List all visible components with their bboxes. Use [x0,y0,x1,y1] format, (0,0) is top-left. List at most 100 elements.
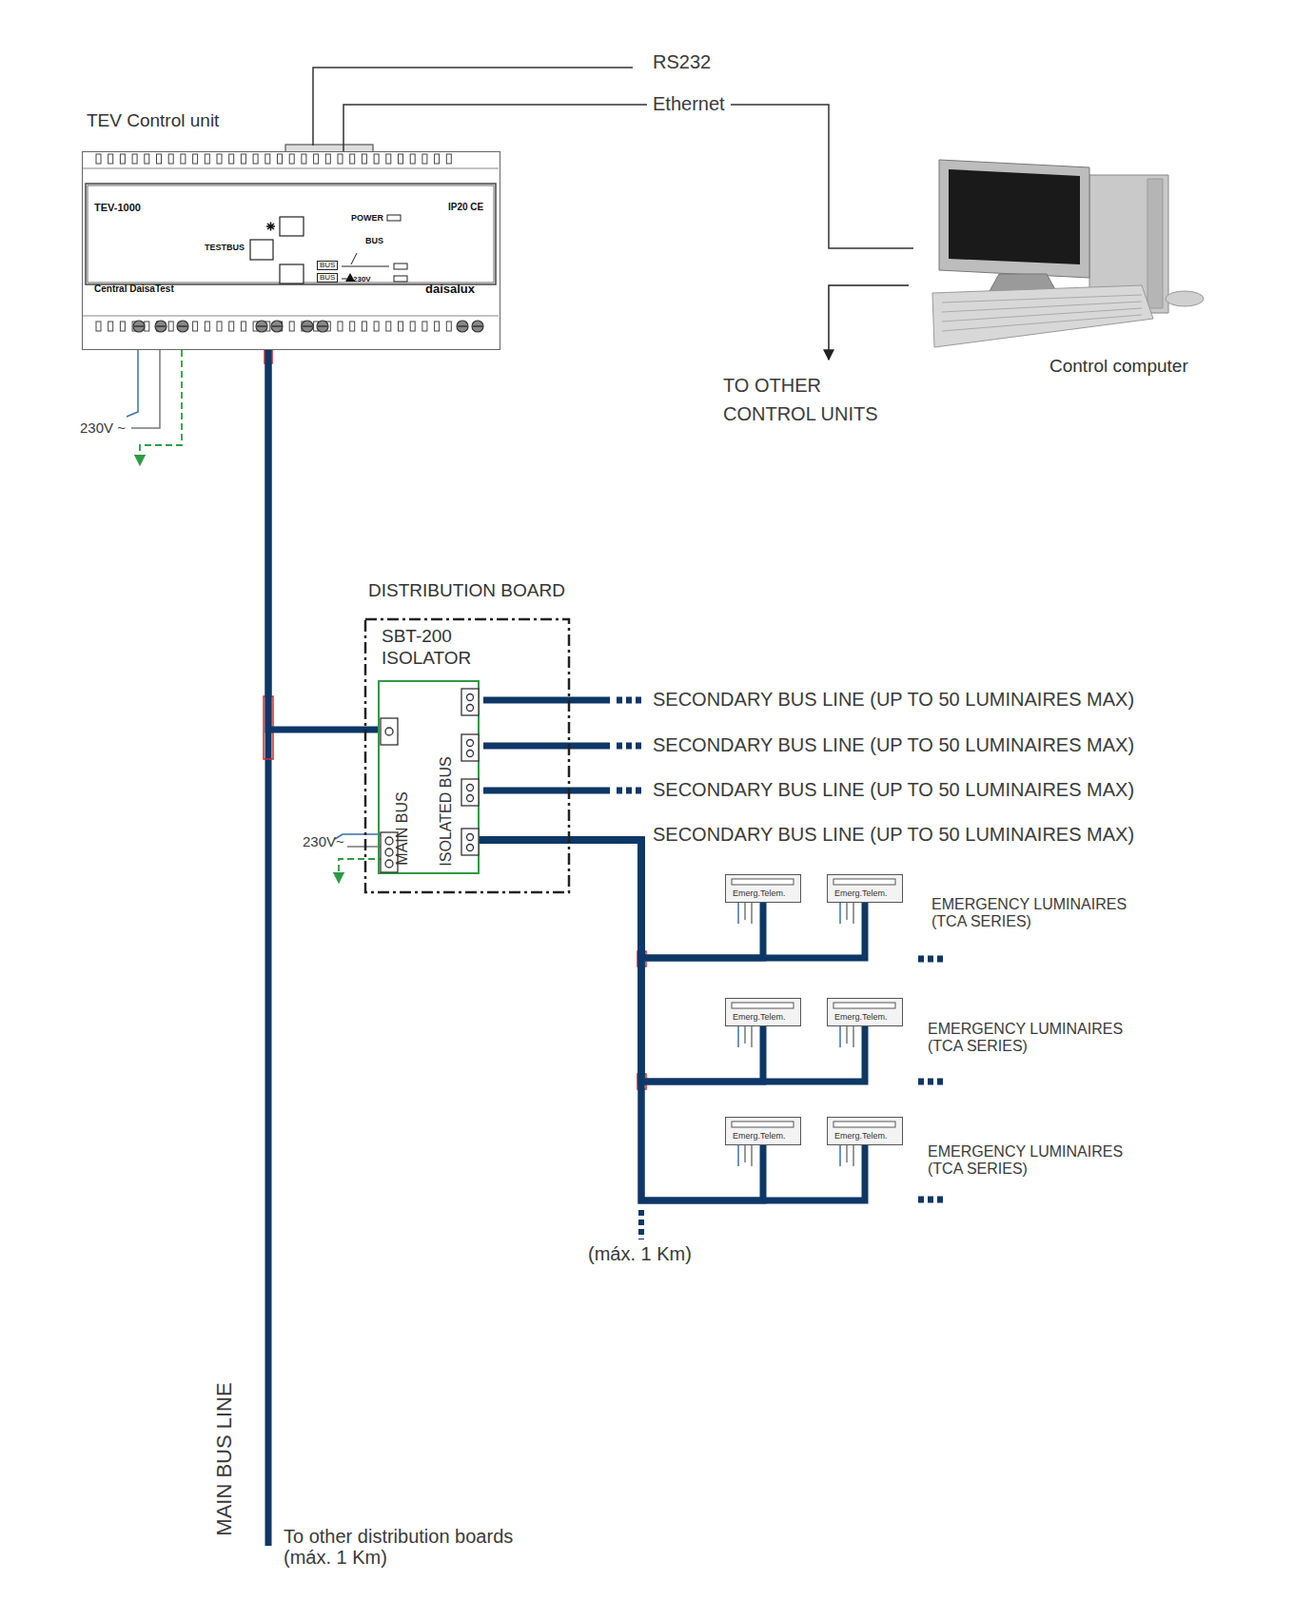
supply-wire [744,1145,746,1163]
lamp-tube [731,879,794,885]
terminal-screw [467,694,474,702]
button-label: TESTBUS [204,242,245,253]
terminal-label: BUS [316,260,338,271]
vent-slot [168,321,174,332]
vent-slot [119,154,125,164]
brand-name: daisalux [425,282,475,297]
led-label: POWER [351,213,384,223]
luminaire-label: Emerg.Telem. [834,1131,888,1141]
terminal-screw [133,320,145,333]
vent-slot [373,321,379,332]
lamp-tube [833,879,896,885]
luminaire-group-label: EMERGENCY LUMINAIRES (TCA SERIES) [931,896,1160,930]
keyboard-keys [941,308,1142,322]
terminal-screw [385,727,393,736]
vent-slot [229,154,235,164]
network-note: TO OTHER CONTROL UNITS [723,371,895,429]
supply-wire [845,902,848,921]
terminal-screw [472,325,483,327]
vent-slot [361,154,367,164]
luminaire-label: Emerg.Telem. [834,888,888,899]
luminaire-label: Emerg.Telem. [732,1012,786,1022]
port-label: MAIN BUS [393,791,412,865]
emergency-luminaire: Emerg.Telem. [725,874,802,903]
bus-wire [479,840,865,1201]
bus-wire [479,840,764,1082]
status-led [393,275,408,282]
vent-slot [229,321,235,332]
terminal-screw [255,320,268,333]
supply-wire [750,1145,753,1167]
terminal-screw [467,750,474,758]
terminal-screw [317,325,328,327]
model-name: TEV-1000 [94,201,141,215]
terminal-screw [467,844,474,852]
bus-name: MAIN BUS LINE [212,1382,236,1536]
bus-line-label: SECONDARY BUS LINE (UP TO 50 LUMINAIRES … [652,779,1135,802]
luminaire-group-label: EMERGENCY LUMINAIRES (TCA SERIES) [927,1020,1157,1055]
board-heading: DISTRIBUTION BOARD [368,580,566,602]
supply-wire [852,1026,855,1048]
terminal-screw [467,795,474,803]
vent-slot [410,321,415,332]
status-led [393,263,408,270]
status-led [387,215,401,221]
supply-wire [839,1026,842,1048]
vent-slot [398,321,404,332]
luminaire-group-label: EMERGENCY LUMINAIRES (TCA SERIES) [927,1143,1157,1177]
terminal-block [461,779,479,806]
voltage-label: 230V~ [302,833,345,850]
vent-slot [386,321,392,332]
terminal-screw [316,320,329,333]
control-computer: Control computer [913,152,1218,381]
terminal-block [380,718,398,746]
terminal-screw [467,705,474,712]
lamp-tube [833,1002,896,1009]
distribution-board: DISTRIBUTION BOARDSBT-200 ISOLATORMAIN B… [364,618,570,894]
earth-wire [139,350,182,466]
isolator-heading: SBT-200 ISOLATOR [381,626,489,670]
port-label: ISOLATED BUS [437,756,455,866]
bus-line-label: SECONDARY BUS LINE (UP TO 50 LUMINAIRES … [652,688,1135,711]
supply-wire [737,1145,740,1167]
vent-slot [289,154,295,164]
vent-slot [216,154,222,164]
vent-slot [193,321,198,332]
front-panel [85,183,496,285]
voltage-label: 230V [352,274,372,284]
network-wire [828,285,909,360]
vent-slot [156,154,162,164]
signal-name: RS232 [652,51,711,74]
luminaire-label: Emerg.Telem. [732,888,786,899]
bus-wire [479,840,865,959]
vent-slot [168,154,174,164]
vent-slot [144,154,150,164]
terminal-screw [272,325,282,327]
terminal-screw [385,860,393,868]
vent-slot [410,154,415,164]
mouse [1165,291,1204,307]
terminal-screw [177,325,188,327]
secondary-bus-line [483,787,610,795]
vent-slot [350,321,355,332]
vent-slot [132,154,138,164]
vent-slot [446,154,451,164]
terminal-screw [457,325,468,327]
control-computer-shape [913,152,1218,381]
vent-slot [96,321,101,332]
neutral-wire [131,350,160,429]
vent-slot [216,321,222,332]
vent-slot [193,154,198,164]
vent-slot [277,154,283,164]
vent-slot [108,154,114,164]
vent-slot [350,154,355,164]
voltage-label: 230V ~ [79,419,126,436]
front-panel [87,185,494,283]
vent-slot [422,321,428,332]
terminal-block [461,688,479,716]
supply-wire [750,902,753,924]
terminal-screw [467,834,474,842]
edge-label: Ethernet [647,93,731,116]
terminal-screw [256,325,267,327]
vent-slot [253,154,258,164]
